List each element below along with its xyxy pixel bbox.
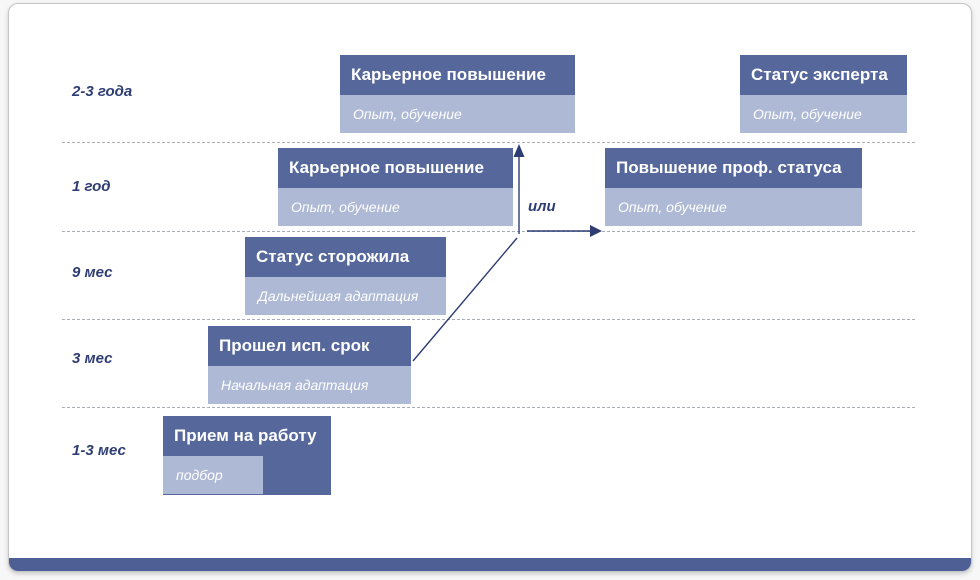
- box-subtitle: Опыт, обучение: [740, 95, 907, 133]
- box-subtitle: Опыт, обучение: [605, 188, 862, 226]
- row-label-1-3-months: 1-3 мес: [72, 442, 126, 459]
- row-label-2-3-years: 2-3 года: [72, 83, 133, 100]
- row-divider: [62, 142, 915, 143]
- box-title: Прием на работу: [174, 426, 317, 445]
- row-label-3-months: 3 мес: [72, 350, 113, 367]
- row-label-1-year: 1 год: [72, 178, 111, 195]
- row-divider: [62, 319, 915, 320]
- box-subtitle: подбор: [163, 456, 263, 494]
- footer-accent-bar: [9, 558, 971, 571]
- box-title: Статус эксперта: [751, 65, 888, 84]
- box-subtitle: Опыт, обучение: [340, 95, 575, 133]
- box-prof-status-promotion: Повышение проф. статуса Опыт, обучение: [605, 148, 862, 226]
- box-veteran-status: Статус сторожила Дальнейшая адаптация: [245, 237, 446, 315]
- box-subtitle: Дальнейшая адаптация: [245, 277, 446, 315]
- box-subtitle: Начальная адаптация: [208, 366, 411, 404]
- box-title: Повышение проф. статуса: [616, 158, 842, 177]
- box-title: Прошел исп. срок: [219, 336, 370, 355]
- box-career-promotion-2-3y: Карьерное повышение Опыт, обучение: [340, 55, 575, 133]
- box-title: Карьерное повышение: [351, 65, 546, 84]
- row-divider: [62, 231, 915, 232]
- or-label: или: [528, 198, 556, 215]
- row-divider: [62, 407, 915, 408]
- box-hiring: Прием на работу подбор: [163, 416, 331, 495]
- row-label-9-months: 9 мес: [72, 264, 113, 281]
- box-title: Карьерное повышение: [289, 158, 484, 177]
- box-subtitle: Опыт, обучение: [278, 188, 513, 226]
- box-probation-passed: Прошел исп. срок Начальная адаптация: [208, 326, 411, 404]
- box-career-promotion-1y: Карьерное повышение Опыт, обучение: [278, 148, 513, 226]
- box-title: Статус сторожила: [256, 247, 410, 266]
- box-expert-status: Статус эксперта Опыт, обучение: [740, 55, 907, 133]
